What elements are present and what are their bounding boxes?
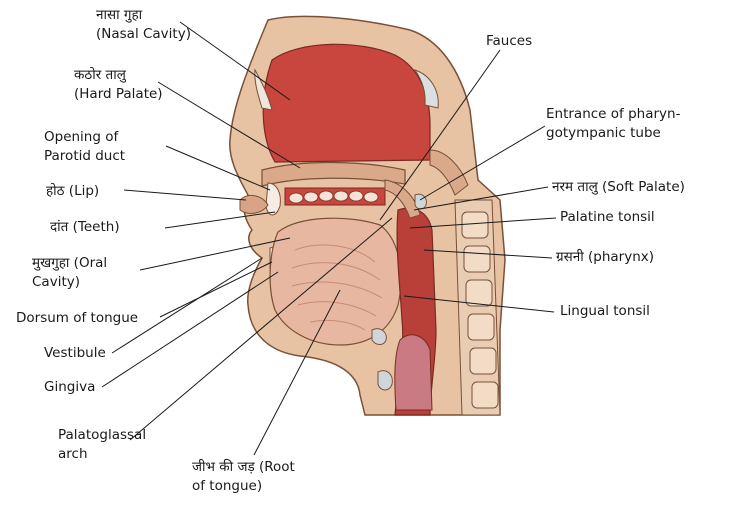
label-pharynx: ग्रसनी (pharynx) [556, 248, 654, 267]
vertebra [472, 382, 498, 408]
label-lingual-tonsil: Lingual tonsil [560, 302, 650, 321]
vertebra [466, 280, 492, 306]
tooth [289, 193, 303, 203]
label-gingiva: Gingiva [44, 378, 95, 397]
hyoid-cartilage [372, 329, 386, 345]
label-palatoglossal: Palatoglassal arch [58, 426, 146, 464]
label-dorsum: Dorsum of tongue [16, 309, 138, 328]
tooth [349, 191, 363, 201]
label-parotid-duct: Opening of Parotid duct [44, 128, 125, 166]
vertebra [470, 348, 496, 374]
label-root-tongue: जीभ की जड़ (Root of tongue) [192, 458, 295, 496]
tooth [364, 192, 378, 202]
eustachian-opening [415, 194, 426, 209]
tooth [304, 192, 318, 202]
label-lip: होठ (Lip) [46, 182, 99, 201]
label-oral-cavity: मुखगुहा (Oral Cavity) [32, 254, 107, 292]
tooth [334, 191, 348, 201]
label-soft-palate: नरम तालु (Soft Palate) [552, 178, 685, 197]
label-vestibule: Vestibule [44, 344, 106, 363]
tongue [270, 218, 401, 345]
label-palatine-tonsil: Palatine tonsil [560, 208, 655, 227]
larynx [395, 335, 432, 410]
leader-gingiva [102, 272, 278, 387]
vertebra [468, 314, 494, 340]
vertebra [464, 246, 490, 272]
leader-vestibule [112, 258, 262, 353]
label-pharyngotympanic: Entrance of pharyn- gotympanic tube [546, 105, 680, 143]
leader-lip [124, 190, 246, 200]
label-hard-palate: कठोर तालु (Hard Palate) [74, 66, 163, 104]
label-fauces: Fauces [486, 32, 532, 51]
tooth [319, 191, 333, 201]
vertebra [462, 212, 488, 238]
label-teeth: दांत (Teeth) [50, 218, 120, 237]
label-nasal-cavity: नासा गुहा (Nasal Cavity) [96, 6, 191, 44]
thyroid-cartilage [378, 371, 392, 390]
nasal-cavity [263, 44, 430, 162]
